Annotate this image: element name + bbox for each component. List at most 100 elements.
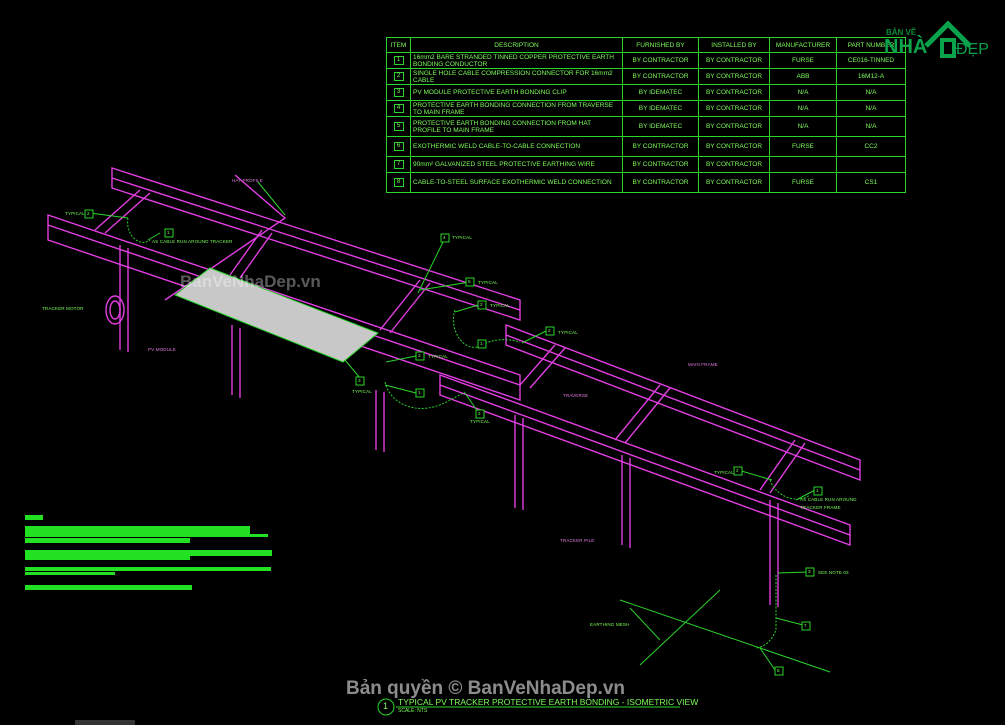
callout-1d: 1: [816, 488, 819, 493]
label-bypass-2: AS CABLE RUN AROUND: [800, 497, 857, 502]
cell-installed: BY CONTRACTOR: [698, 156, 770, 173]
cell-installed: BY CONTRACTOR: [698, 52, 770, 69]
item-number-box: 7: [393, 160, 404, 169]
pv-module-panel: [174, 267, 379, 363]
cell-manufacturer: N/A: [769, 100, 837, 117]
cell-manufacturer: ABB: [769, 68, 837, 85]
callout-4: 4: [443, 235, 446, 240]
logo: BẢN VẼ NHÀ ĐẸP: [862, 14, 1002, 64]
footer-circle: [377, 698, 395, 716]
cell-item: 8: [386, 172, 411, 193]
table-header-row: ITEM DESCRIPTION FURNISHED BY INSTALLED …: [386, 37, 906, 53]
callout-3: 3: [358, 378, 361, 383]
label-typical-2: TYPICAL: [452, 235, 472, 240]
callout-5: 5: [468, 279, 471, 284]
earth-conductors: [89, 181, 831, 673]
watermark-main: BanVeNhaDep.vn: [180, 272, 321, 291]
cell-furnished: BY CONTRACTOR: [622, 156, 699, 173]
table-row: 8 CABLE-TO-STEEL SURFACE EXOTHERMIC WELD …: [386, 172, 906, 193]
callout-2a: 2: [87, 211, 90, 216]
table-row: 4 PROTECTIVE EARTH BONDING CONNECTION FRO…: [386, 100, 906, 117]
cell-manufacturer: FURSE: [769, 136, 837, 157]
cell-description: CABLE-TO-STEEL SURFACE EXOTHERMIC WELD C…: [410, 172, 623, 193]
cell-description: 90mm² GALVANIZED STEEL PROTECTIVE EARTHI…: [410, 156, 623, 173]
cell-description: 16mm2 BARE STRANDED TINNED COPPER PROTEC…: [410, 52, 623, 69]
label-typical-6: TYPICAL: [428, 354, 448, 359]
footer-scale: SCALE: NTS: [398, 708, 428, 714]
cell-furnished: BY CONTRACTOR: [622, 52, 699, 69]
cell-description: EXOTHERMIC WELD CABLE-TO-CABLE CONNECTIO…: [410, 136, 623, 157]
callout-7: 7: [804, 623, 807, 628]
footer-number: 1: [383, 701, 389, 711]
cell-installed: BY CONTRACTOR: [698, 172, 770, 193]
item-number-box: 3: [393, 88, 404, 97]
logo-line1: BẢN VẼ: [886, 28, 917, 37]
header-item: ITEM: [386, 37, 411, 53]
cell-manufacturer: FURSE: [769, 52, 837, 69]
label-main-frame: MAIN FRAME: [688, 362, 718, 367]
cell-furnished: BY CONTRACTOR: [622, 68, 699, 85]
table-row: 6 EXOTHERMIC WELD CABLE-TO-CABLE CONNECTI…: [386, 136, 906, 157]
callout-3b: 3: [808, 569, 811, 574]
table-row: 7 90mm² GALVANIZED STEEL PROTECTIVE EARTH…: [386, 156, 906, 173]
notes-block: [25, 515, 272, 590]
cell-furnished: BY IDEMATEC: [622, 116, 699, 137]
cell-item: 2: [386, 68, 411, 85]
item-number-box: 4: [393, 104, 404, 113]
cell-manufacturer: FURSE: [769, 172, 837, 193]
label-bypass-1: AS CABLE RUN AROUND TRACKER: [152, 239, 233, 244]
table-row: 5 PROTECTIVE EARTH BONDING CONNECTION FRO…: [386, 116, 906, 137]
logo-line3: ĐẸP: [956, 41, 989, 58]
cell-description: PROTECTIVE EARTH BONDING CONNECTION FROM…: [410, 116, 623, 137]
label-typical-1: TYPICAL: [65, 211, 85, 216]
callout-8: 8: [777, 668, 780, 673]
label-typical-4: TYPICAL: [490, 303, 510, 308]
callout-1b: 1: [480, 341, 483, 346]
callout-2b: 2: [480, 302, 483, 307]
cell-description: PROTECTIVE EARTH BONDING CONNECTION FROM…: [410, 100, 623, 117]
label-hat-profile: HAT PROFILE: [232, 178, 263, 183]
cell-description: PV MODULE PROTECTIVE EARTH BONDING CLIP: [410, 84, 623, 101]
callout-2c: 2: [548, 328, 551, 333]
header-manufacturer: MANUFACTURER: [769, 37, 837, 53]
label-traverse: TRAVERSE: [563, 393, 589, 398]
label-tracker-pile: TRACKER PILE: [560, 538, 595, 543]
footer-title: TYPICAL PV TRACKER PROTECTIVE EARTH BOND…: [398, 697, 699, 707]
item-number-box: 2: [393, 72, 404, 81]
label-earthing-mesh: EARTHING MESH: [590, 622, 630, 627]
label-typical-9: TYPICAL: [714, 470, 734, 475]
cell-manufacturer: N/A: [769, 84, 837, 101]
bottom-bar: [75, 720, 135, 725]
callout-1a: 1: [167, 230, 170, 235]
cell-furnished: BY IDEMATEC: [622, 100, 699, 117]
cell-item: 7: [386, 156, 411, 173]
cell-item: 6: [386, 136, 411, 157]
label-typical-8: TYPICAL: [470, 419, 490, 424]
cell-installed: BY CONTRACTOR: [698, 136, 770, 157]
cell-furnished: BY CONTRACTOR: [622, 172, 699, 193]
header-installed: INSTALLED BY: [698, 37, 770, 53]
item-number-box: 6: [393, 142, 404, 151]
label-typical-5: TYPICAL: [558, 330, 578, 335]
label-bypass-3: TRACKER FRAME: [800, 505, 841, 510]
house-icon: [924, 20, 972, 58]
cell-installed: BY CONTRACTOR: [698, 100, 770, 117]
item-number-box: 5: [393, 122, 404, 131]
watermark-copyright: Bản quyền © BanVeNhaDep.vn: [346, 678, 626, 699]
label-tracker-motor: TRACKER MOTOR: [42, 306, 84, 311]
cell-furnished: BY CONTRACTOR: [622, 136, 699, 157]
item-number-box: 8: [393, 178, 404, 187]
cell-furnished: BY IDEMATEC: [622, 84, 699, 101]
logo-line2: NHÀ: [884, 36, 928, 58]
cell-part: [836, 156, 906, 173]
label-typical-3: TYPICAL: [478, 280, 498, 285]
item-number-box: 1: [393, 56, 404, 65]
callout-boxes: [84, 209, 823, 676]
table-body: 1 16mm2 BARE STRANDED TINNED COPPER PROTE…: [386, 52, 906, 193]
table-row: 1 16mm2 BARE STRANDED TINNED COPPER PROTE…: [386, 52, 906, 69]
cell-part: CS1: [836, 172, 906, 193]
cell-manufacturer: N/A: [769, 116, 837, 137]
